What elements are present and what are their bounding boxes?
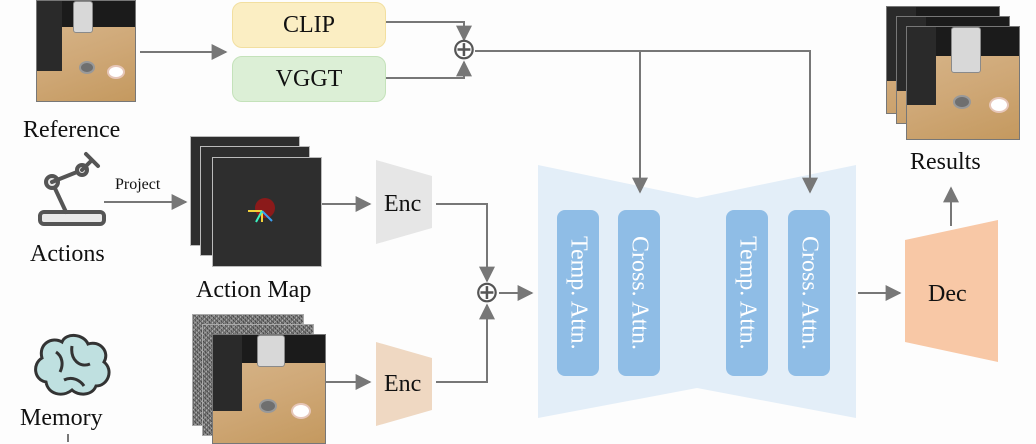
memory-frame-front xyxy=(212,334,326,444)
action-map-glyph-overlay xyxy=(248,198,275,223)
reference-image xyxy=(36,0,136,102)
line-clip-to-plus xyxy=(386,21,472,42)
results-label: Results xyxy=(910,149,981,175)
temp-attn-block-2: Temp. Attn. xyxy=(726,210,768,376)
dec-shape xyxy=(905,220,998,362)
enc-bottom-shape xyxy=(376,342,432,426)
cross-attn-block-1: Cross. Attn. xyxy=(618,210,660,376)
action-map-label: Action Map xyxy=(196,277,312,303)
project-label: Project xyxy=(115,176,161,193)
robot-arm-icon xyxy=(38,152,106,226)
enc-top-shape xyxy=(376,160,432,244)
actions-label: Actions xyxy=(30,241,105,267)
plus-operator-mid: ⊕ xyxy=(474,275,500,310)
line-vggt-to-plus xyxy=(386,60,472,79)
temp-attn-label-1: Temp. Attn. xyxy=(565,236,592,350)
enc-bottom-label: Enc xyxy=(384,371,422,397)
cross-attn-label-2: Cross. Attn. xyxy=(796,235,823,351)
temp-attn-label-2: Temp. Attn. xyxy=(734,236,761,350)
brain-icon xyxy=(34,334,111,396)
unet-decoder-half xyxy=(697,165,856,418)
cross-attn-label-1: Cross. Attn. xyxy=(626,235,653,351)
results-frame-front xyxy=(906,26,1020,140)
line-enc-bottom-to-plus xyxy=(436,303,495,383)
dec-label: Dec xyxy=(928,281,967,307)
enc-top-label: Enc xyxy=(384,191,422,217)
line-plus-to-cross-attn-2 xyxy=(640,50,818,194)
clip-block: CLIP xyxy=(232,2,386,48)
cross-attn-block-2: Cross. Attn. xyxy=(788,210,830,376)
line-enc-top-to-plus xyxy=(436,203,495,283)
plus-operator-top: ⊕ xyxy=(451,32,477,67)
vggt-block: VGGT xyxy=(232,56,386,102)
temp-attn-block-1: Temp. Attn. xyxy=(557,210,599,376)
reference-label: Reference xyxy=(23,117,121,143)
memory-label: Memory xyxy=(20,405,103,431)
